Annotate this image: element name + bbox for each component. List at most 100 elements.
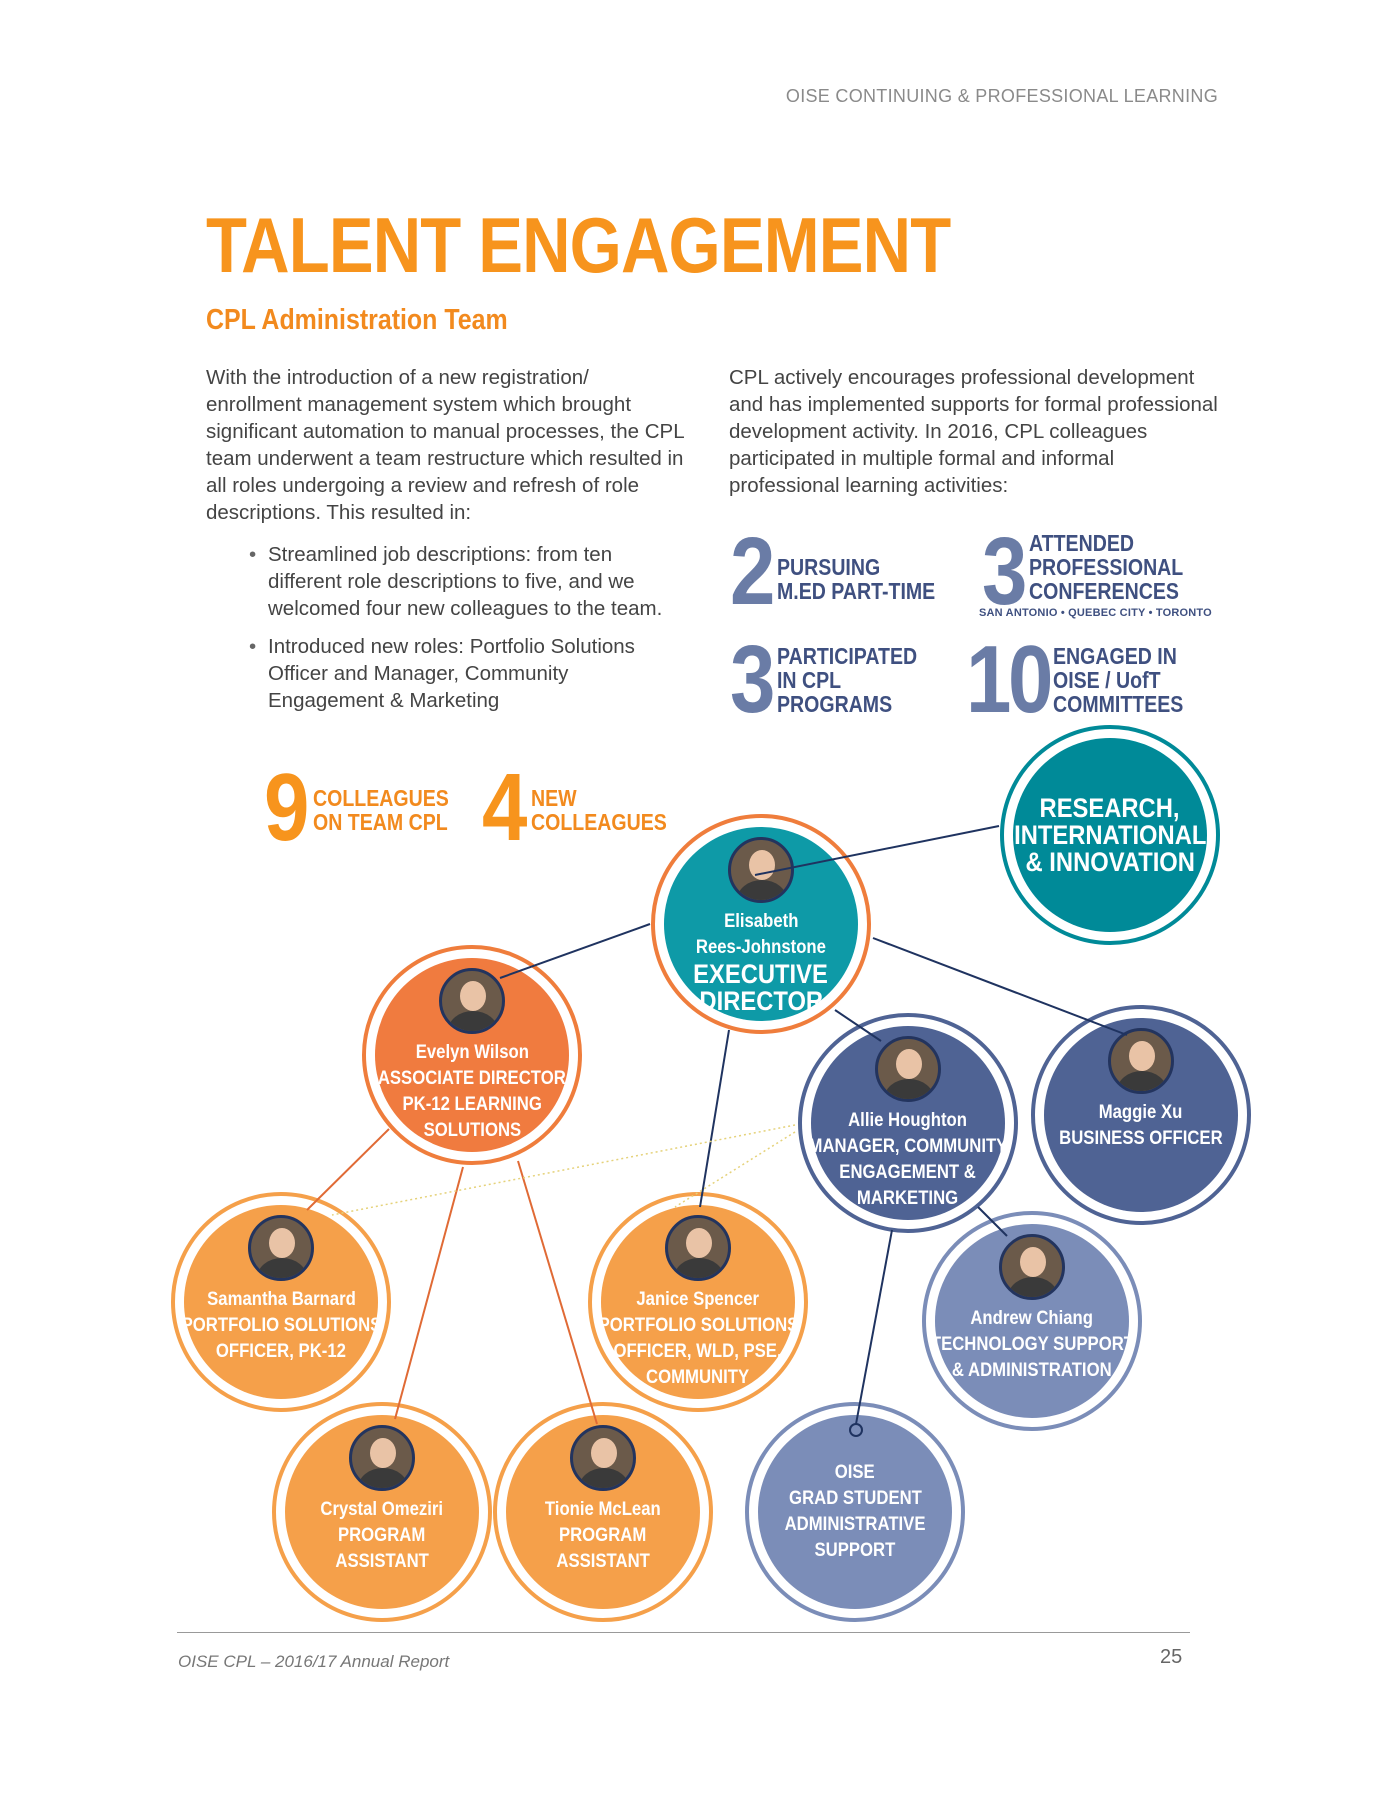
avatar — [439, 968, 505, 1034]
stat-number: 9 — [264, 754, 309, 861]
org-node-maggie: Maggie Xu BUSINESS OFFICER — [1031, 1005, 1251, 1225]
node-text: MARKETING — [857, 1188, 959, 1209]
node-title: EXECUTIVE — [693, 959, 829, 989]
connector-line — [855, 1229, 893, 1425]
node-text: ADMINISTRATIVE — [784, 1514, 926, 1535]
bullet-item: Streamlined job descriptions: from ten d… — [249, 541, 689, 622]
node-text: & INNOVATION — [1025, 846, 1195, 877]
org-node-grad: OISE GRAD STUDENT ADMINISTRATIVE SUPPORT — [745, 1402, 965, 1622]
node-text: PORTFOLIO SOLUTIONS — [181, 1315, 381, 1336]
node-text: PROGRAM — [559, 1525, 647, 1546]
node-text: COMMUNITY — [646, 1367, 750, 1388]
bullet-list: Streamlined job descriptions: from ten d… — [249, 541, 689, 725]
node-text: Andrew Chiang — [970, 1308, 1094, 1329]
stat-number: 4 — [482, 754, 527, 861]
node-text: Elisabeth — [723, 911, 799, 932]
stat-number: 3 — [982, 518, 1027, 625]
node-text: ASSISTANT — [556, 1551, 650, 1572]
node-text: PK-12 LEARNING — [402, 1094, 542, 1115]
page-number: 25 — [1160, 1646, 1183, 1668]
connector-line — [517, 1160, 598, 1425]
node-text: Allie Houghton — [848, 1110, 968, 1131]
bullet-item: Introduced new roles: Portfolio Solution… — [249, 633, 689, 714]
pd-paragraph: CPL actively encourages professional dev… — [729, 366, 1218, 497]
node-text: RESEARCH, — [1040, 792, 1180, 823]
node-text: Janice Spencer — [636, 1289, 760, 1310]
org-node-research: RESEARCH,INTERNATIONAL& INNOVATION — [1000, 725, 1220, 945]
node-text: TECHNOLOGY SUPPORT — [930, 1334, 1134, 1355]
connector-line — [872, 937, 1128, 1036]
node-text: Tionie McLean — [545, 1499, 661, 1520]
node-text: PROGRAM — [338, 1525, 426, 1546]
avatar — [728, 837, 794, 903]
node-text: OFFICER, WLD, PSE, — [613, 1341, 783, 1362]
node-text: OISE — [835, 1462, 875, 1483]
connector-line — [499, 923, 651, 979]
avatar — [665, 1215, 731, 1281]
node-text: Maggie Xu — [1099, 1102, 1183, 1123]
running-header: OISE CONTINUING & PROFESSIONAL LEARNING — [785, 86, 1218, 106]
conference-cities: SAN ANTONIO • QUEBEC CITY • TORONTO — [979, 607, 1212, 619]
node-text: ENGAGEMENT & — [839, 1162, 977, 1183]
connector-line — [834, 1009, 882, 1042]
node-text: Samantha Barnard — [206, 1289, 356, 1310]
node-text: BUSINESS OFFICER — [1059, 1128, 1223, 1149]
node-text: Rees-Johnstone — [695, 937, 827, 958]
dotted-connector — [674, 1131, 796, 1208]
node-text: Crystal Omeziri — [320, 1499, 444, 1520]
node-text: MANAGER, COMMUNITY — [808, 1136, 1008, 1157]
connector-line — [977, 1206, 1008, 1237]
avatar — [248, 1215, 314, 1281]
node-text: PORTFOLIO SOLUTIONS — [598, 1315, 798, 1336]
avatar — [999, 1234, 1065, 1300]
connector-line — [699, 1029, 730, 1208]
node-text: SOLUTIONS — [423, 1120, 521, 1141]
page-title: TALENT ENGAGEMENT — [206, 201, 951, 289]
footer-divider — [177, 1632, 1190, 1633]
connector-line — [754, 825, 1000, 876]
page-subtitle: CPL Administration Team — [206, 304, 508, 336]
node-text: Evelyn Wilson — [415, 1042, 529, 1063]
avatar — [570, 1425, 636, 1491]
stat-number: 3 — [730, 626, 775, 733]
avatar — [1108, 1028, 1174, 1094]
connector-line — [394, 1166, 464, 1420]
connector-line — [306, 1128, 390, 1211]
avatar — [349, 1425, 415, 1491]
node-text: GRAD STUDENT — [788, 1488, 922, 1509]
intro-paragraph: With the introduction of a new registrat… — [206, 366, 684, 524]
avatar — [875, 1036, 941, 1102]
node-text: & ADMINISTRATION — [952, 1360, 1112, 1381]
node-text: SUPPORT — [814, 1540, 896, 1561]
stat-number: 10 — [966, 626, 1053, 733]
connector-endpoint — [849, 1423, 863, 1437]
stat-number: 2 — [730, 518, 775, 625]
dotted-connector — [331, 1124, 796, 1216]
node-text: ASSOCIATE DIRECTOR — [378, 1068, 566, 1089]
node-text: INTERNATIONAL — [1013, 819, 1207, 850]
node-title: DIRECTOR — [699, 986, 823, 1016]
footer-report-title: OISE CPL – 2016/17 Annual Report — [178, 1652, 450, 1671]
node-text: OFFICER, PK-12 — [215, 1341, 347, 1362]
node-text: ASSISTANT — [335, 1551, 429, 1572]
